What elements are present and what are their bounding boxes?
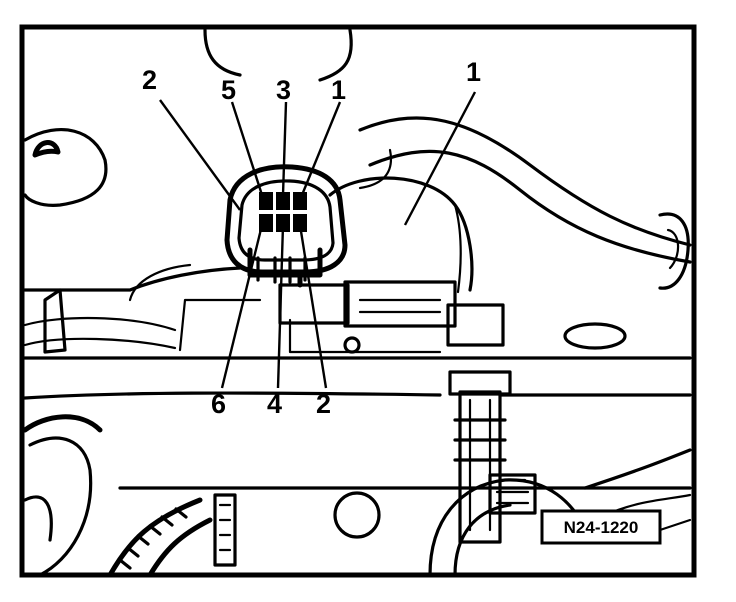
reference-label-box: N24-1220 — [540, 509, 662, 545]
callout-3: 3 — [276, 75, 291, 105]
callout-6: 6 — [211, 389, 226, 419]
connector-pin-5 — [259, 192, 273, 210]
diagram-frame — [19, 24, 697, 578]
callout-4: 4 — [267, 389, 282, 419]
connector-pin-4 — [276, 214, 290, 232]
connector-pin-1 — [293, 192, 307, 210]
connector-pin-2 — [293, 214, 307, 232]
reference-label: N24-1220 — [564, 518, 639, 537]
callout-5: 5 — [221, 75, 236, 105]
engine-background-art — [22, 28, 692, 578]
connector-pin-3 — [276, 192, 290, 210]
callout-1-connector: 1 — [331, 75, 346, 105]
callout-2-top: 2 — [142, 65, 157, 95]
callout-leader-lines — [159, 91, 477, 389]
callout-2-bottom: 2 — [316, 389, 331, 419]
callout-1-throttle: 1 — [466, 57, 481, 87]
